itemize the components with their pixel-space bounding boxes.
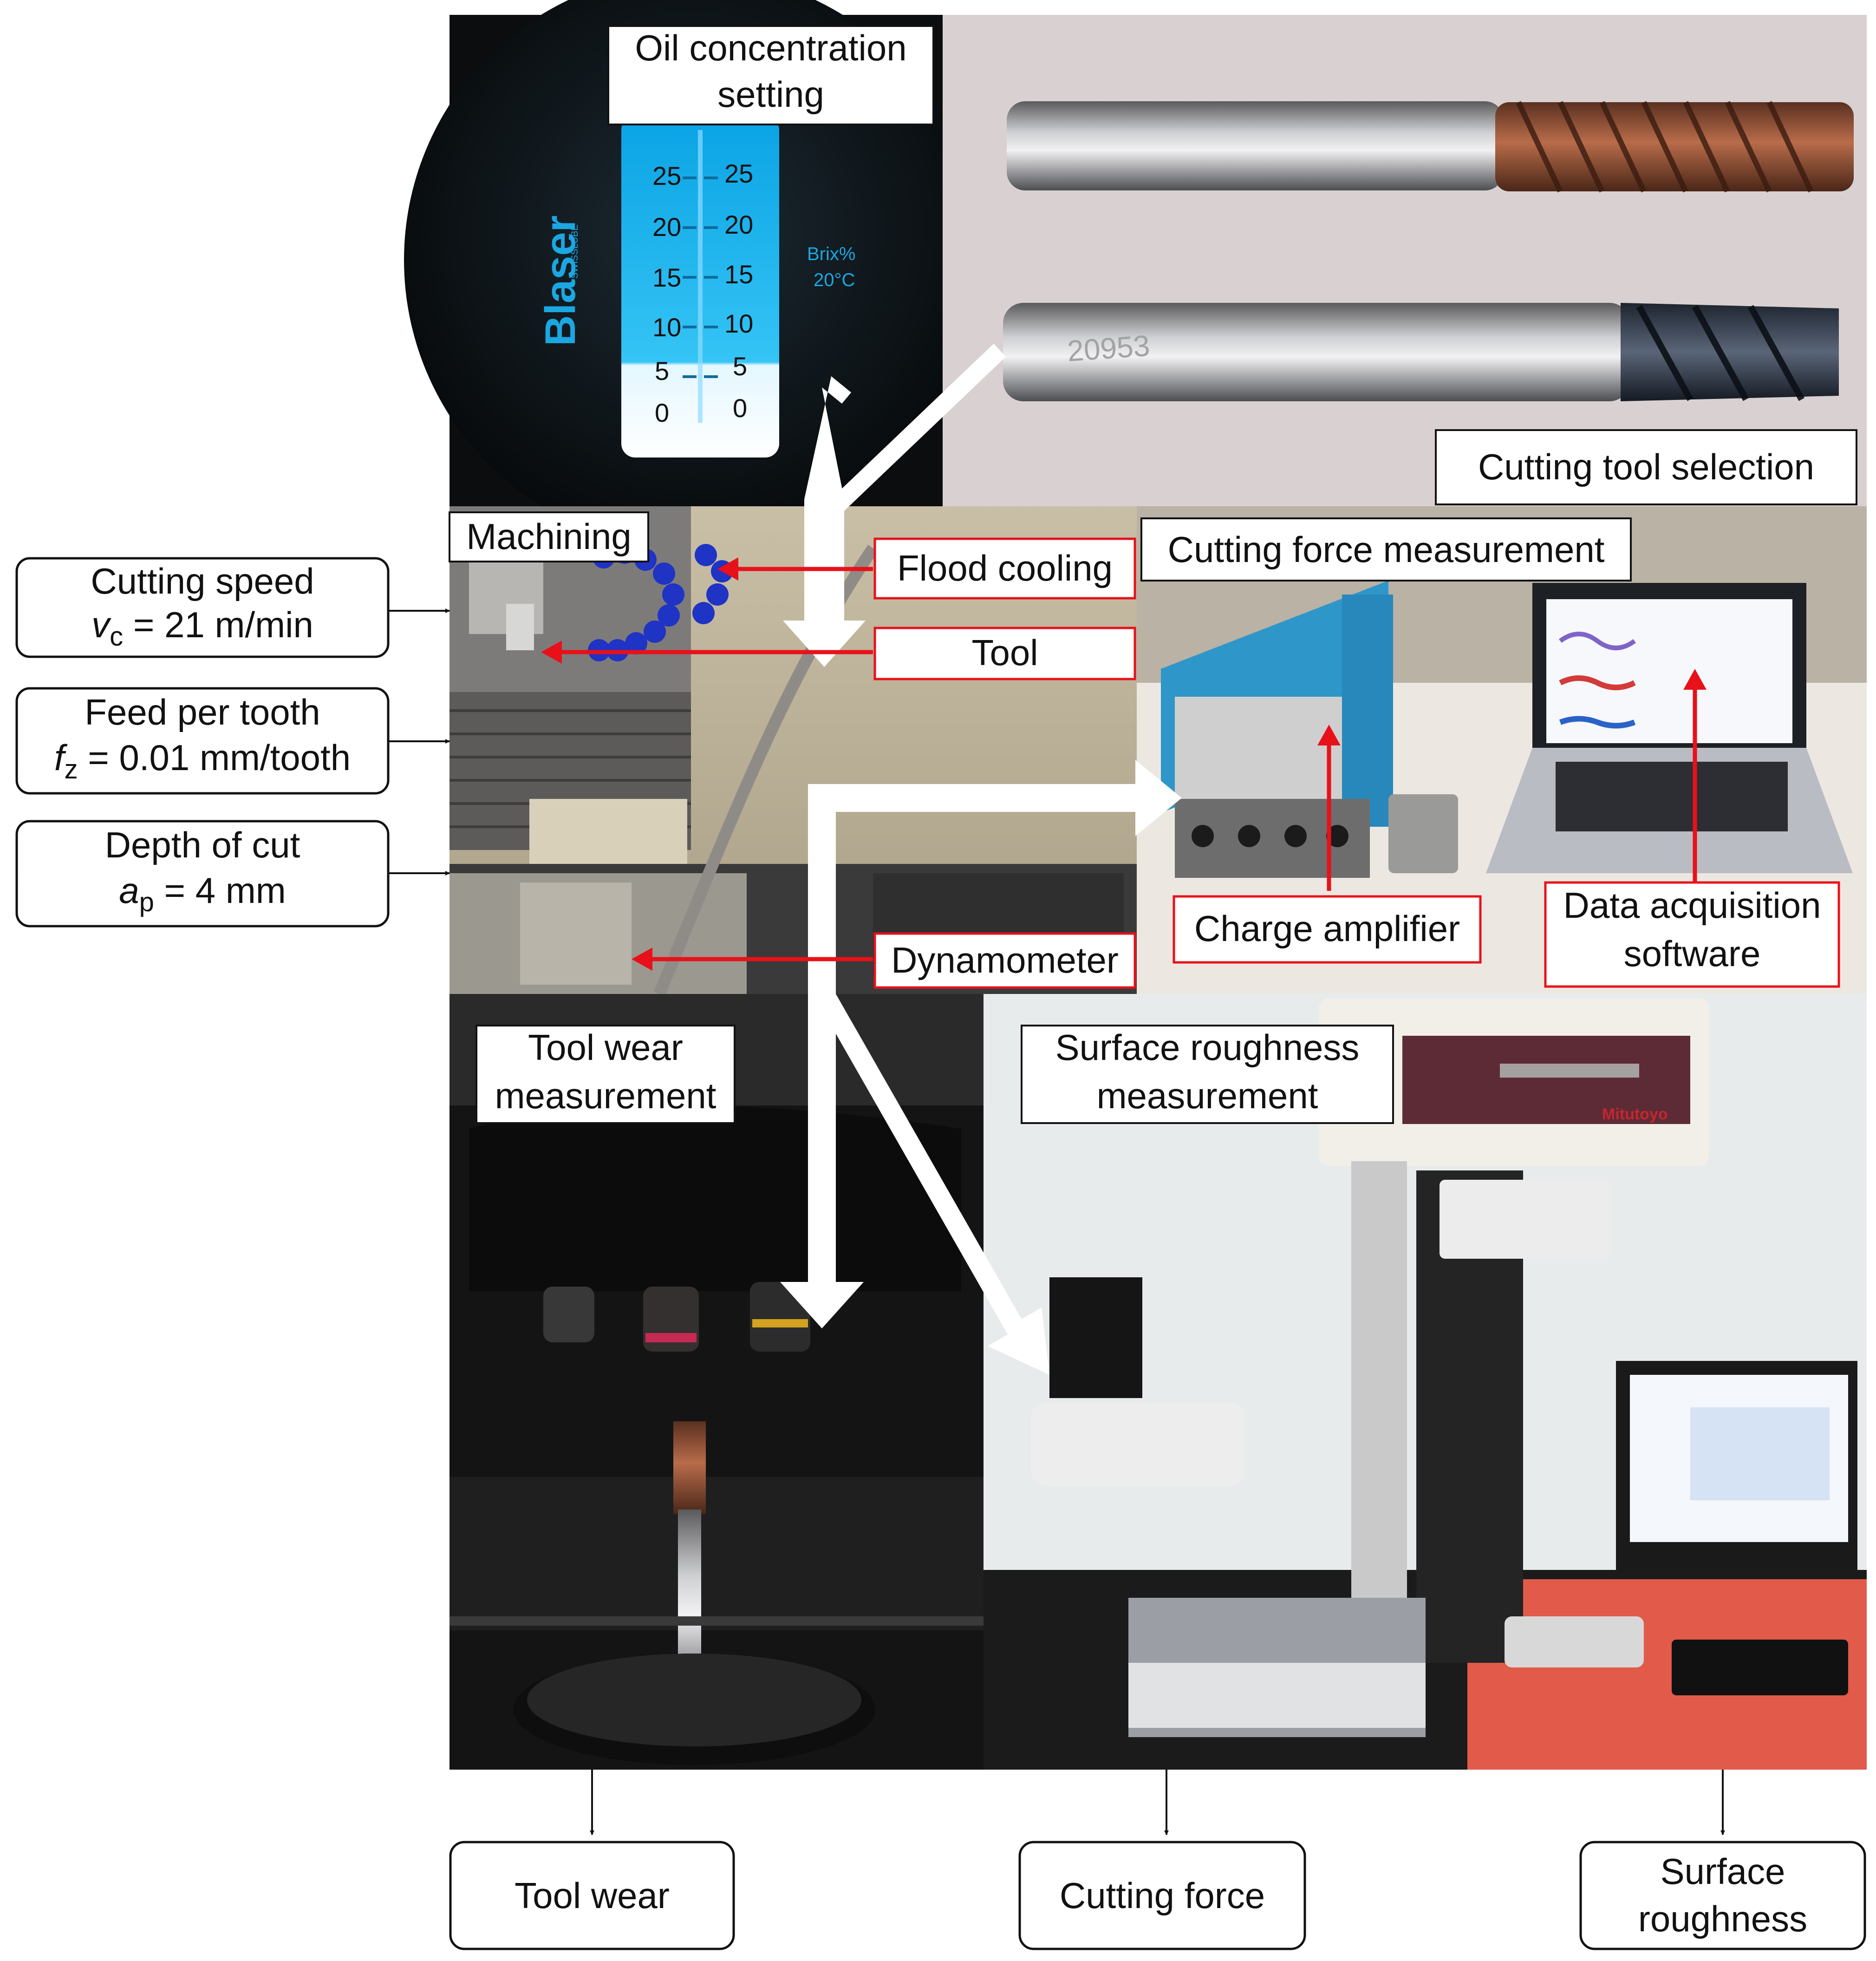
svg-text:setting: setting	[717, 74, 824, 115]
scale-25-right: 25	[724, 159, 753, 188]
svg-text:Flood cooling: Flood cooling	[897, 548, 1113, 588]
label-tool-wear-measurement: Tool wear measurement	[476, 1025, 736, 1124]
flow-arrow-to-machining	[783, 376, 866, 667]
label-cutting-force-measurement: Cutting force measurement	[1140, 517, 1632, 582]
arrow-data-acquisition	[1683, 669, 1707, 690]
refractometer-brand: Blaser	[537, 216, 584, 346]
flow-arrow-to-roughness	[822, 994, 1049, 1375]
svg-text:Tool: Tool	[971, 632, 1038, 673]
arrow-tool	[541, 641, 562, 664]
refractometer-temp: 20°C	[814, 270, 855, 290]
scale-0-left: 0	[655, 398, 669, 427]
label-machining: Machining	[449, 511, 649, 562]
input-feed-per-tooth: Feed per tooth fz = 0.01 mm/tooth	[15, 687, 390, 795]
output-tool-wear: Tool wear	[449, 1841, 735, 1950]
label-data-acquisition-software: Data acquisition software	[1544, 881, 1840, 988]
scale-20-left: 20	[652, 212, 681, 242]
depth-of-cut-value: ap = 4 mm	[119, 870, 286, 917]
photo-force-measurement	[1137, 506, 1867, 994]
tool-engraving: 20953	[1066, 329, 1151, 368]
scale-10-right: 10	[724, 309, 753, 338]
svg-text:measurement: measurement	[495, 1075, 717, 1116]
photo-cutting-tools: 20953	[943, 15, 1867, 506]
label-oil-concentration: Oil concentration setting	[607, 25, 934, 125]
svg-text:Data acquisition: Data acquisition	[1563, 885, 1821, 926]
svg-text:Surface roughness: Surface roughness	[1055, 1027, 1360, 1068]
scale-25-left: 25	[652, 161, 681, 190]
label-charge-amplifier: Charge amplifier	[1172, 895, 1482, 964]
svg-text:Oil concentration: Oil concentration	[635, 27, 906, 68]
flutes-copper-tool	[1516, 101, 1814, 193]
refractometer-brand-sub: SWISSLUBE	[570, 224, 580, 279]
refractometer-unit: Brix%	[807, 244, 855, 264]
input-cutting-speed: Cutting speed vc = 21 m/min	[15, 557, 390, 658]
arrow-dynamometer	[632, 948, 652, 971]
svg-text:Tool wear: Tool wear	[515, 1875, 670, 1916]
svg-text:Surface: Surface	[1661, 1851, 1785, 1892]
instrument-brand: Mitutoyo	[1602, 1105, 1668, 1123]
svg-text:Machining: Machining	[466, 516, 632, 557]
flutes-dark-tool	[1636, 305, 1805, 401]
svg-text:Charge amplifier: Charge amplifier	[1194, 908, 1460, 949]
scale-15-right: 15	[724, 260, 753, 289]
cutting-speed-label: Cutting speed	[91, 561, 314, 601]
depth-of-cut-label: Depth of cut	[105, 824, 300, 865]
scale-10-left: 10	[652, 313, 681, 342]
flow-arrow-line-tools-to-machining	[832, 344, 1006, 511]
svg-text:software: software	[1624, 933, 1761, 974]
svg-text:Cutting force: Cutting force	[1060, 1875, 1265, 1916]
arrow-charge-amplifier	[1317, 725, 1341, 745]
annotation-arrows	[541, 557, 1707, 971]
scale-5-right: 5	[733, 352, 747, 381]
arrow-flood-cooling	[717, 557, 738, 581]
label-surface-roughness-measurement: Surface roughness measurement	[1021, 1025, 1394, 1124]
svg-text:Cutting force measurement: Cutting force measurement	[1168, 529, 1605, 570]
scale-15-left: 15	[652, 263, 681, 292]
output-cutting-force: Cutting force	[1018, 1841, 1306, 1950]
cutting-speed-value: vc = 21 m/min	[91, 604, 313, 652]
svg-text:measurement: measurement	[1097, 1075, 1318, 1116]
flow-arrows	[780, 344, 1182, 1375]
svg-text:roughness: roughness	[1638, 1898, 1807, 1939]
photo-roughness-tester: Mitutoyo	[984, 994, 1867, 1770]
label-dynamometer: Dynamometer	[873, 932, 1136, 989]
input-depth-of-cut: Depth of cut ap = 4 mm	[15, 820, 390, 928]
label-tool: Tool	[873, 627, 1136, 680]
amplifier-knobs	[1192, 825, 1348, 847]
svg-text:Tool wear: Tool wear	[528, 1027, 683, 1068]
scale-20-right: 20	[724, 210, 753, 239]
label-flood-cooling: Flood cooling	[873, 537, 1136, 600]
svg-text:Cutting tool selection: Cutting tool selection	[1478, 446, 1814, 487]
svg-text:Dynamometer: Dynamometer	[891, 940, 1119, 980]
scale-5-left: 5	[655, 356, 669, 386]
refractometer-scale-ticks	[683, 176, 718, 378]
scale-0-right: 0	[733, 393, 747, 423]
output-surface-roughness: Surface roughness	[1579, 1841, 1866, 1950]
feed-per-tooth-label: Feed per tooth	[85, 692, 320, 732]
flow-arrow-to-force-measurement	[780, 760, 1182, 1328]
feed-per-tooth-value: fz = 0.01 mm/tooth	[54, 737, 351, 784]
label-cutting-tool-selection: Cutting tool selection	[1435, 429, 1857, 505]
